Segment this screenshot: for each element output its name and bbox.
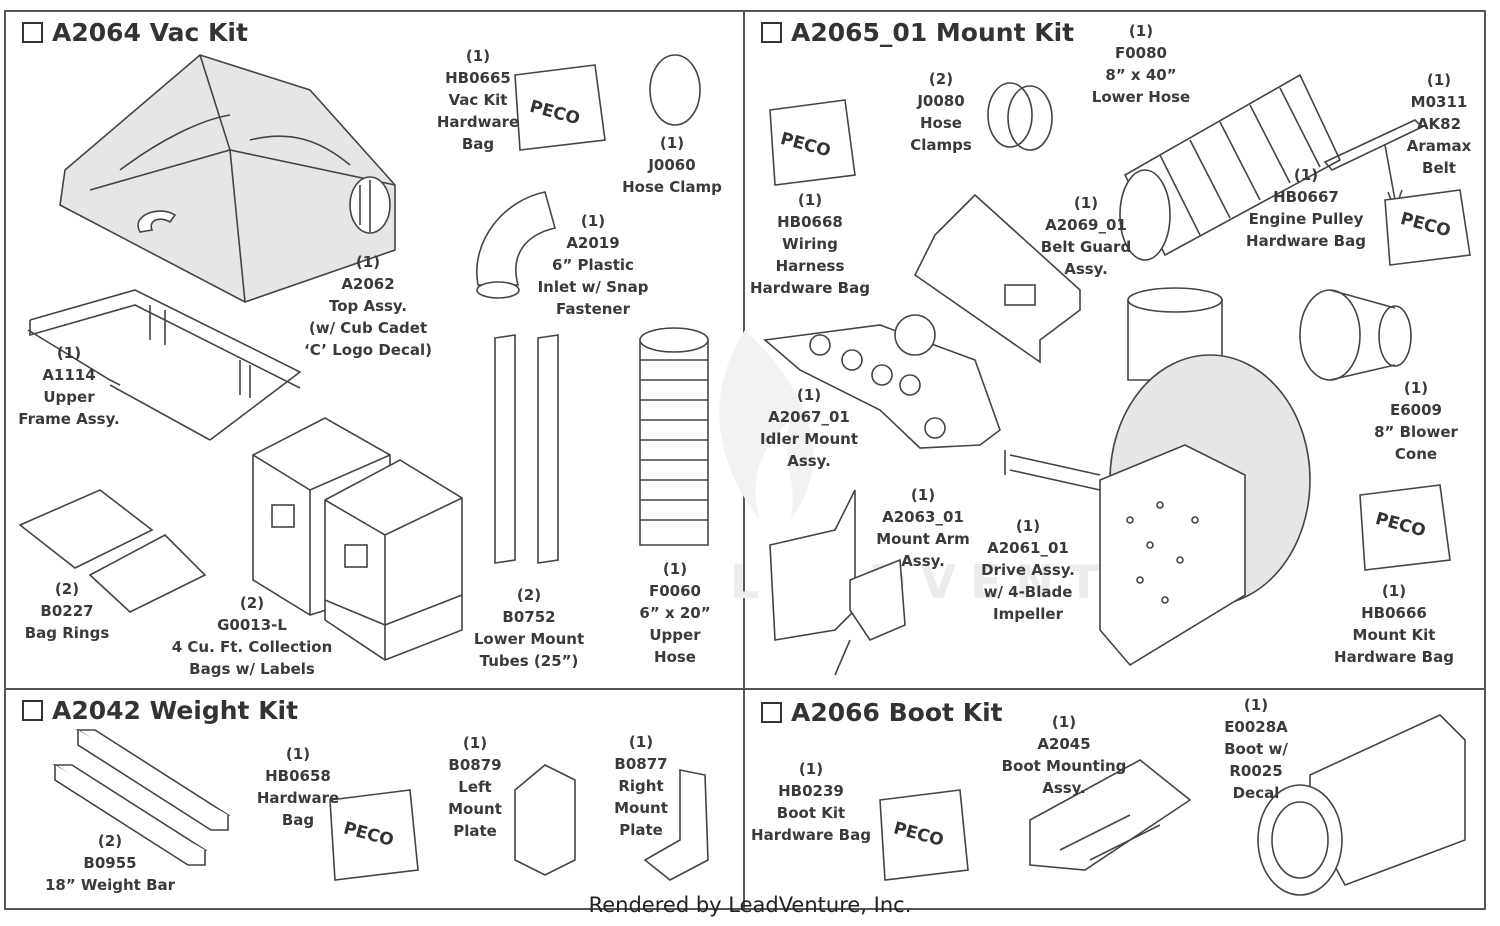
footer-credit: Rendered by LeadVenture, Inc. bbox=[588, 893, 912, 917]
bag-rings-drawing bbox=[18, 489, 207, 613]
plastic-inlet-drawing bbox=[476, 191, 556, 286]
lower-mount-tubes-drawing bbox=[494, 334, 559, 564]
boot-hardware-bag-drawing: PECO bbox=[879, 789, 969, 881]
mount-kit-checkbox[interactable] bbox=[761, 22, 782, 43]
aramax-belt-drawing bbox=[1323, 119, 1424, 171]
belt-guard-drawing bbox=[913, 193, 1081, 364]
mount-arm-drawing bbox=[769, 489, 906, 676]
boot-mounting-drawing bbox=[1029, 759, 1192, 871]
mount-kit-title: A2065_01 Mount Kit bbox=[761, 18, 1074, 47]
wiring-harness-bag-drawing: PECO bbox=[769, 99, 856, 186]
hose-clamp-drawing bbox=[649, 54, 701, 126]
vac-kit-title: A2064 Vac Kit bbox=[22, 18, 248, 47]
vac-kit-checkbox[interactable] bbox=[22, 22, 43, 43]
boot-kit-panel bbox=[743, 688, 1486, 910]
top-assy-drawing bbox=[59, 54, 396, 303]
blower-cone-drawing bbox=[1299, 289, 1412, 381]
upper-frame-drawing bbox=[27, 289, 302, 441]
weight-hardware-bag-drawing: PECO bbox=[329, 789, 419, 881]
vac-hardware-bag-drawing: PECO bbox=[514, 64, 606, 151]
right-mount-plate-drawing bbox=[643, 769, 709, 881]
lower-hose-drawing bbox=[1119, 73, 1342, 261]
drive-assy-drawing bbox=[1004, 287, 1311, 667]
mount-kit-bag-drawing: PECO bbox=[1359, 484, 1451, 571]
weight-bars-drawing bbox=[52, 729, 231, 866]
engine-pulley-bag-drawing: PECO bbox=[1384, 189, 1471, 266]
collection-bags-drawing bbox=[252, 417, 463, 661]
weight-kit-title: A2042 Weight Kit bbox=[22, 696, 298, 725]
watermark-flame-icon bbox=[719, 330, 814, 520]
boot-kit-title: A2066 Boot Kit bbox=[761, 698, 1003, 727]
weight-kit-checkbox[interactable] bbox=[22, 700, 43, 721]
boot-drawing bbox=[1257, 714, 1466, 896]
boot-kit-checkbox[interactable] bbox=[761, 702, 782, 723]
left-mount-plate-drawing bbox=[514, 764, 576, 876]
upper-hose-drawing bbox=[639, 327, 709, 546]
hose-clamps-drawing bbox=[987, 82, 1053, 151]
idler-mount-drawing bbox=[763, 314, 1001, 449]
